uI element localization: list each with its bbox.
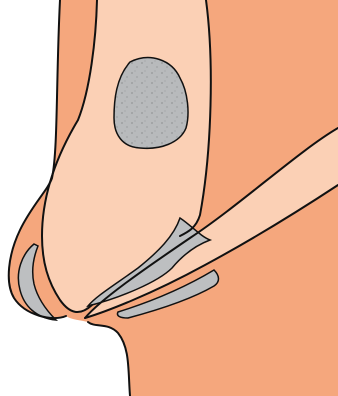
anatomical-illustration [0, 0, 338, 396]
